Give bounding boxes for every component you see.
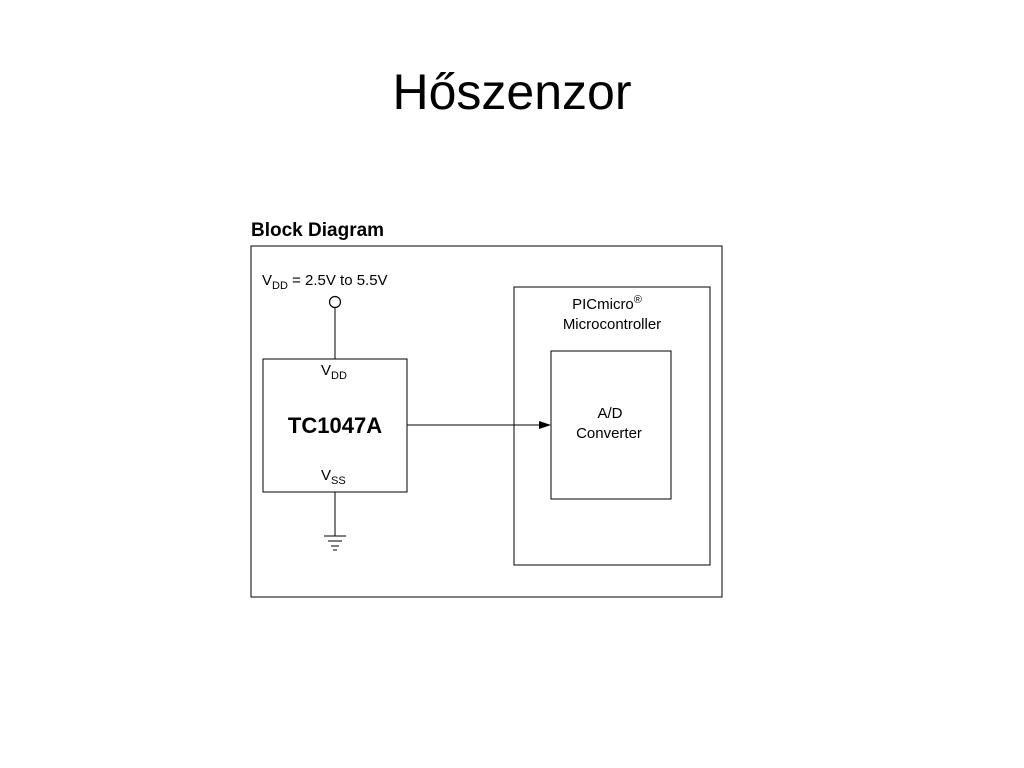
sensor-vdd-symbol: V [321,362,331,379]
sensor-vss-pin: VSS [321,467,346,487]
sensor-vss-subscript: SS [331,475,346,487]
supply-range: = 2.5V to 5.5V [288,272,388,289]
slide-title: Hőszenzor [392,64,632,120]
adc-label-line2: Converter [576,425,642,442]
sensor-vss-symbol: V [321,467,331,484]
supply-label: VDD = 2.5V to 5.5V [262,272,388,292]
ground-icon [324,535,346,551]
supply-subscript: DD [272,280,288,292]
adc-label-line1: A/D [597,405,622,422]
adc-block [550,350,672,500]
diagram-frame [250,245,723,598]
sensor-name: TC1047A [288,413,382,438]
supply-terminal [328,295,342,309]
microcontroller-name-line2: Microcontroller [563,316,661,333]
microcontroller-name: PICmicro [572,296,634,313]
microcontroller-block [513,286,711,566]
diagram-heading: Block Diagram [251,220,385,241]
trademark-symbol: ® [634,294,642,306]
sensor-vdd-pin: VDD [321,362,347,382]
sensor-vdd-subscript: DD [331,370,347,382]
microcontroller-name-line1: PICmicro® [572,294,642,313]
supply-symbol: V [262,272,272,289]
